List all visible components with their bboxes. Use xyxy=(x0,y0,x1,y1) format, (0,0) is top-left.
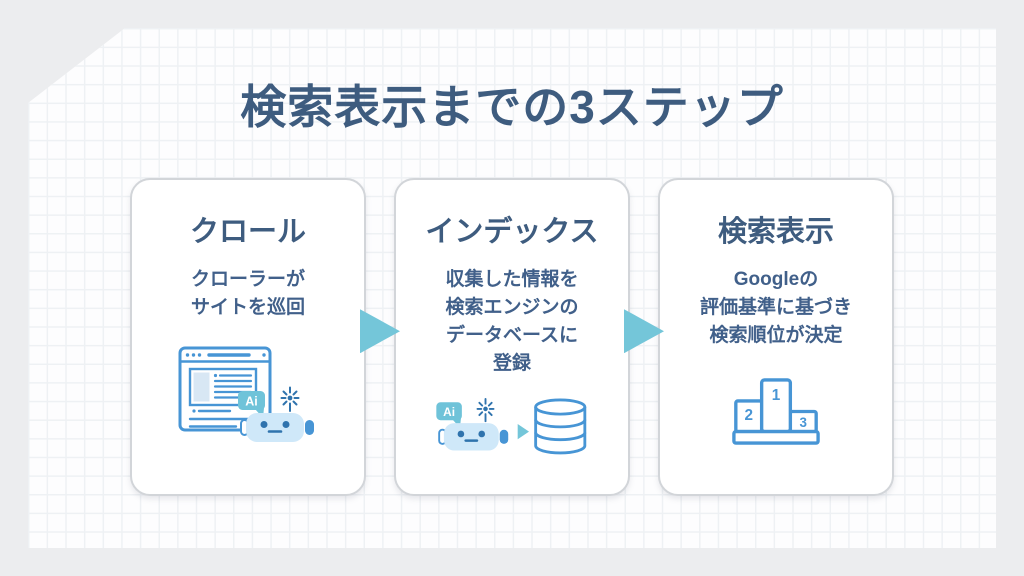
step-card-crawl: クロール クローラーが サイトを巡回 xyxy=(130,178,366,497)
description-line: 収集した情報を xyxy=(445,269,579,291)
step-description: Googleの 評価基準に基づき 検索順位が決定 xyxy=(700,266,852,350)
step-card-index: インデックス 収集した情報を 検索エンジンの データベースに 登録 xyxy=(394,178,630,497)
rank-2-label: 2 xyxy=(744,407,753,424)
ai-robot-icon xyxy=(435,398,510,453)
step-heading: クロール xyxy=(189,216,306,249)
small-arrow-icon xyxy=(517,424,530,440)
rank-1-label: 1 xyxy=(772,387,781,404)
database-icon xyxy=(534,398,587,455)
step-heading: インデックス xyxy=(425,216,599,249)
description-line: サイトを巡回 xyxy=(190,297,305,319)
step-icon-area xyxy=(178,322,318,472)
browser-window-icon xyxy=(178,346,272,432)
grid-paper: 検索表示までの3ステップ クロール クローラーが サイトを巡回 xyxy=(28,28,996,548)
step-icon-area xyxy=(435,378,588,472)
description-line: 検索エンジンの xyxy=(445,297,579,319)
step-card-serp: 検索表示 Googleの 評価基準に基づき 検索順位が決定 2 1 3 xyxy=(658,178,894,497)
description-line: データベースに xyxy=(445,325,579,347)
description-line: クローラーが xyxy=(190,269,305,291)
description-line: 検索順位が決定 xyxy=(709,325,843,347)
podium-base xyxy=(732,429,820,445)
browser-crawler-robot-icon xyxy=(178,346,316,444)
step-description: 収集した情報を 検索エンジンの データベースに 登録 xyxy=(445,266,578,378)
description-line: 評価基準に基づき xyxy=(699,297,852,319)
step-icon-area: 2 1 3 xyxy=(732,350,820,472)
step-description: クローラーが サイトを巡回 xyxy=(191,266,305,322)
ranking-podium-icon: 2 1 3 xyxy=(732,378,820,445)
steps-row: クロール クローラーが サイトを巡回 xyxy=(28,178,996,497)
rank-3-label: 3 xyxy=(800,415,807,430)
robot-to-database-icon xyxy=(435,398,587,455)
description-line: Googleの xyxy=(733,269,819,291)
page-title: 検索表示までの3ステップ xyxy=(240,81,784,133)
description-line: 登録 xyxy=(492,353,531,375)
step-heading: 検索表示 xyxy=(717,216,834,249)
